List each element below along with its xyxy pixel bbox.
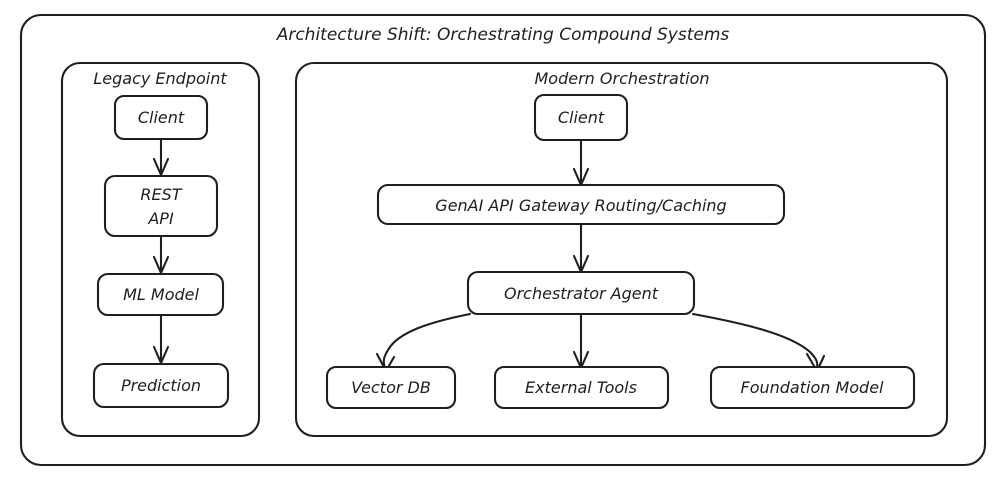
node-client-modern-label: Client: [558, 108, 605, 127]
node-client-legacy-label: Client: [138, 108, 185, 127]
node-ml-model-label: ML Model: [123, 285, 199, 304]
cluster-legacy-endpoint-label: Legacy Endpoint: [93, 69, 227, 88]
node-external-tools[interactable]: [493, 365, 670, 410]
node-external-tools-label: External Tools: [525, 378, 637, 397]
cluster-modern-orchestration-label: Modern Orchestration: [535, 69, 710, 88]
edge-orchestrator-to-foundation-model: [691, 312, 819, 370]
node-rest-api-line1: REST: [140, 185, 182, 204]
node-foundation-model[interactable]: [709, 365, 916, 410]
node-prediction-label: Prediction: [121, 376, 201, 395]
diagram-title: Architecture Shift: Orchestrating Compou…: [276, 25, 730, 45]
node-vector-db[interactable]: [325, 365, 457, 410]
node-foundation-model-label: Foundation Model: [740, 378, 884, 397]
node-genai-api-gateway-label: GenAI API Gateway Routing/Caching: [435, 196, 726, 215]
node-prediction[interactable]: [92, 362, 230, 409]
node-vector-db-label: Vector DB: [351, 378, 431, 397]
cluster-modern-orchestration: [294, 61, 949, 438]
edge-orchestrator-to-vector-db: [382, 312, 472, 370]
node-orchestrator-agent-label: Orchestrator Agent: [504, 284, 659, 303]
node-rest-api-line2: API: [147, 209, 174, 228]
